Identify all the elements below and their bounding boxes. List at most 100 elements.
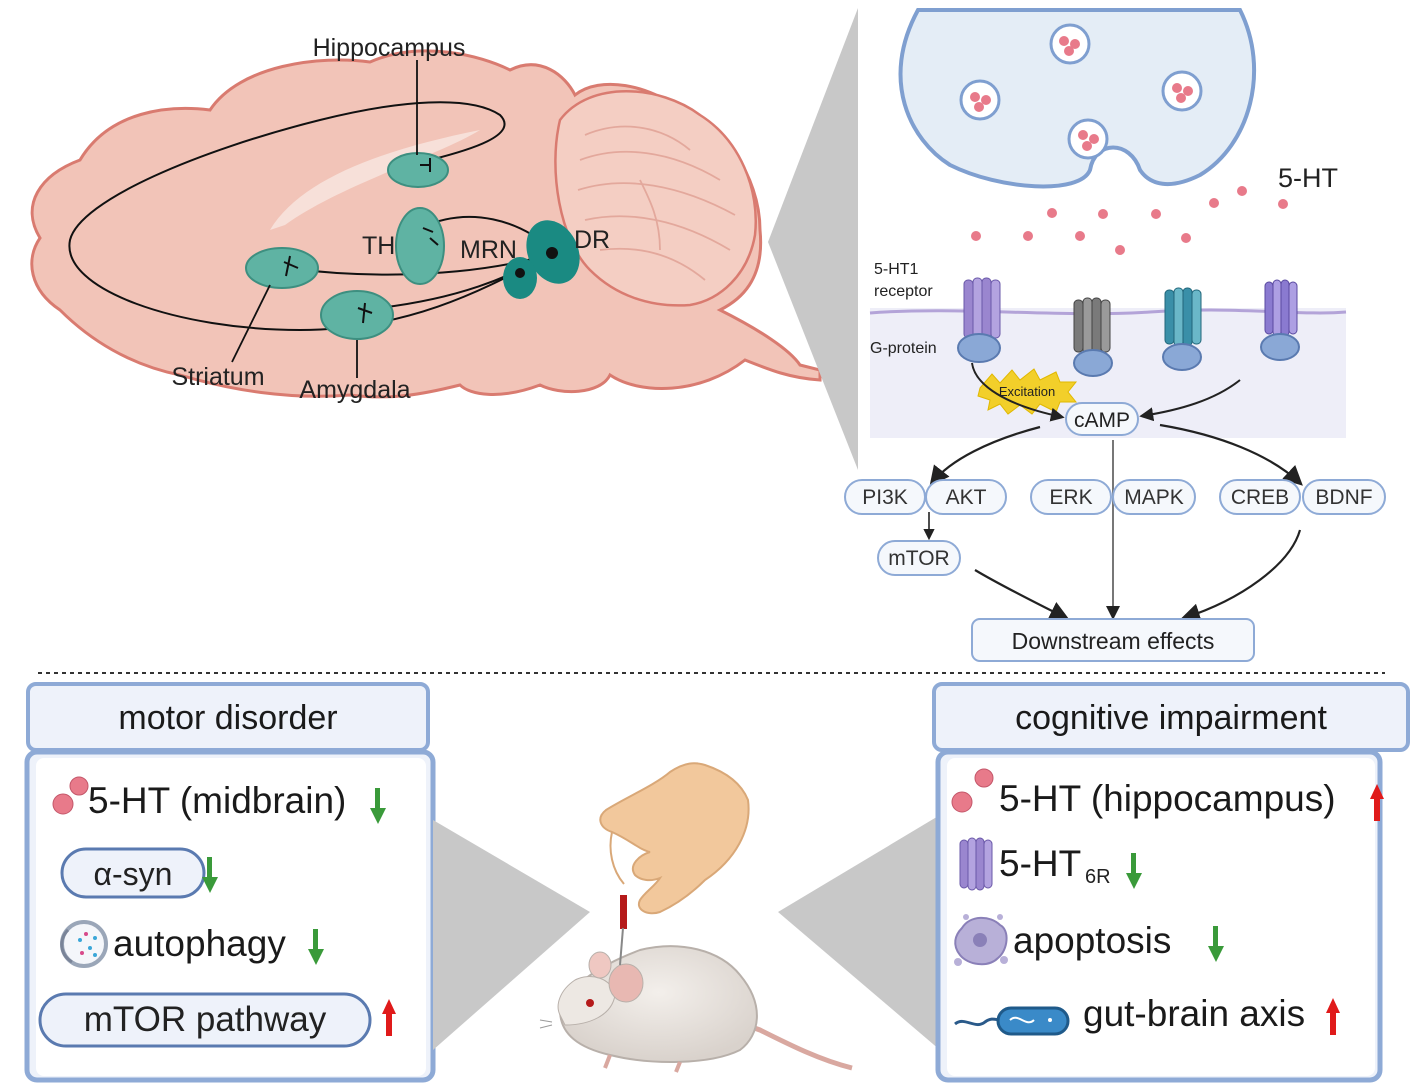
- alpha-syn-pill: [60, 847, 206, 899]
- mtor-pathway-pill: [38, 992, 372, 1048]
- mouse-eye: [586, 999, 594, 1007]
- cognitive-item-1-label: 5-HT (hippocampus): [999, 778, 1336, 819]
- motor-item-4-label: mTOR pathway: [84, 1000, 327, 1039]
- cognitive-title: cognitive impairment: [1015, 699, 1327, 737]
- motor-item-2-label: α-syn: [94, 856, 173, 892]
- motor-item-1-label: 5-HT (midbrain): [88, 780, 346, 821]
- label-excitation: Excitation: [999, 384, 1055, 399]
- pathway-node-label-akt: AKT: [946, 486, 987, 509]
- pathway-node-creb: [1219, 479, 1301, 515]
- pathway-node-label-mapk: MAPK: [1124, 486, 1184, 509]
- vesicle: [1049, 23, 1091, 65]
- cognitive-item-2-subscript: 6R: [1085, 866, 1111, 888]
- cognitive-panel-inner: [947, 758, 1375, 1076]
- pathway-node-label-pi3k: PI3K: [862, 486, 908, 509]
- arrow-camp-creb: [1159, 423, 1303, 486]
- mouse-ear: [608, 963, 644, 1003]
- mtor-node: [877, 540, 961, 576]
- down-arrow-icon: [1208, 926, 1224, 962]
- serotonin-icon: [52, 776, 89, 815]
- cognitive-impairment-panel: cognitive impairment 5-HT (hippocampus) …: [932, 682, 1410, 1083]
- synapse-diagram: 5-HT 5-HT1 receptor G-protein Excitation…: [869, 8, 1347, 438]
- label-dr: DR: [574, 226, 610, 254]
- label-receptor-line1: 5-HT1: [874, 261, 919, 278]
- zoom-wedge: [768, 8, 858, 470]
- pathway-node-erk: [1030, 479, 1112, 515]
- apoptotic-cell-icon: [954, 914, 1008, 966]
- up-arrow-icon: [1326, 998, 1340, 1035]
- arrowhead-center: [1106, 606, 1120, 620]
- receptor-teal: [1162, 287, 1202, 371]
- label-mtor-node: mTOR: [888, 547, 949, 570]
- cognitive-wedge: [778, 815, 940, 1050]
- receptor-grey: [1073, 297, 1113, 377]
- arrow-mtor-downstream: [974, 569, 1070, 620]
- label-th: TH: [362, 232, 395, 260]
- arrow-bdnf-downstream: [1180, 529, 1302, 623]
- serotonin-icon: [951, 768, 994, 813]
- receptor-violet: [1260, 279, 1300, 361]
- arrow-gprotein-camp: [971, 362, 1065, 422]
- motor-panel-header: [26, 682, 430, 752]
- vesicle: [1067, 118, 1109, 160]
- presynaptic-terminal: [898, 8, 1257, 189]
- down-arrow-icon: [202, 857, 218, 893]
- excitation-burst: [977, 368, 1078, 415]
- motor-item-3-label: autophagy: [113, 923, 286, 964]
- receptor-5ht1: [957, 277, 1001, 363]
- terminal-marks: [283, 158, 439, 324]
- syringe-barrel: [620, 895, 627, 929]
- label-striatum: Striatum: [171, 363, 264, 391]
- label-receptor-line2: receptor: [874, 283, 933, 300]
- th-nucleus: [395, 207, 445, 285]
- motor-wedge: [433, 820, 590, 1050]
- up-arrow-icon: [382, 999, 396, 1036]
- mouse-whiskers: [539, 1019, 553, 1029]
- mrn-soma: [515, 268, 525, 278]
- cognitive-item-4-label: gut-brain axis: [1083, 993, 1305, 1034]
- camp-node: [1065, 402, 1139, 436]
- label-amygdala: Amygdala: [299, 376, 410, 404]
- mouse-ear-back: [588, 951, 612, 979]
- label-leaders: [231, 60, 418, 378]
- pathway-node-label-erk: ERK: [1049, 486, 1092, 509]
- label-5ht: 5-HT: [1278, 163, 1338, 193]
- brain-diagram: Hippocampus TH MRN DR Striatum Amygdala: [30, 34, 822, 404]
- mouse-feet: [603, 1054, 682, 1073]
- vesicle: [959, 79, 1001, 121]
- down-arrow-icon: [1126, 853, 1142, 889]
- label-camp: cAMP: [1074, 409, 1130, 432]
- up-arrow-icon: [1370, 784, 1384, 821]
- released-serotonin: [971, 186, 1288, 255]
- hand: [599, 762, 750, 915]
- striatum-nucleus: [245, 247, 319, 289]
- vesicles: [959, 23, 1203, 160]
- vesicle: [1161, 70, 1203, 112]
- label-mrn: MRN: [460, 236, 517, 264]
- motor-title: motor disorder: [118, 699, 337, 737]
- cognitive-item-3-label: apoptosis: [1013, 920, 1171, 961]
- mouse-head: [557, 976, 616, 1026]
- arrow-camp-pi3k: [929, 425, 1041, 487]
- down-arrow-icon: [370, 788, 386, 824]
- down-arrow-icon: [308, 929, 324, 965]
- cognitive-panel-header: [932, 682, 1410, 752]
- pathway-node-label-bdnf: BDNF: [1315, 486, 1372, 509]
- amygdala-nucleus: [320, 290, 394, 340]
- label-hippocampus: Hippocampus: [313, 34, 466, 62]
- pathway-node-akt: [925, 479, 1007, 515]
- arrow-receptor-camp: [1139, 379, 1241, 422]
- motor-disorder-panel: motor disorder 5-HT (midbrain) α-syn aut…: [24, 682, 436, 1083]
- dr-soma: [546, 247, 558, 259]
- mouse-injection-illustration: [539, 762, 853, 1073]
- downstream-node: [971, 618, 1255, 662]
- cognitive-item-2-label: 5-HT: [999, 843, 1081, 884]
- hippocampus-nucleus: [387, 152, 449, 188]
- gut-bacterium-icon: [954, 1006, 1070, 1036]
- label-gprotein: G-protein: [870, 340, 937, 357]
- syringe-needle: [619, 927, 624, 966]
- hand-finger: [609, 831, 625, 885]
